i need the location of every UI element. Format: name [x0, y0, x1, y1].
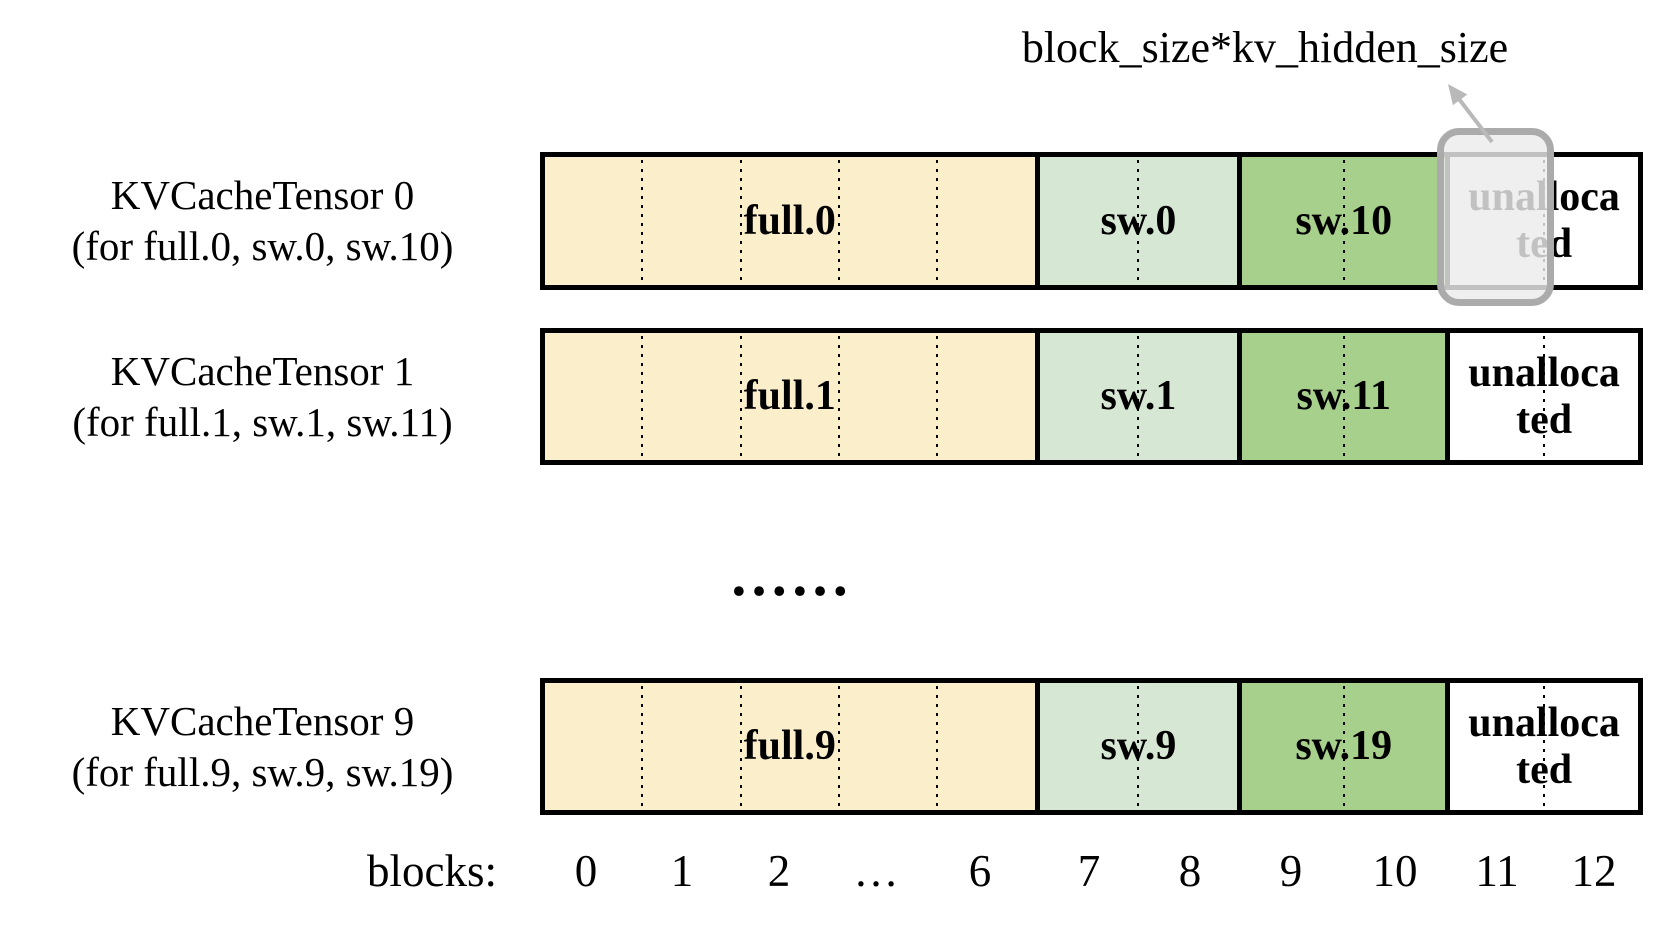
block-tick-ellipsis: …	[853, 846, 899, 896]
segment-sw-1: sw.1	[1034, 333, 1238, 460]
block-divider	[739, 160, 742, 282]
block-divider	[1342, 160, 1345, 282]
segment-label: full.9	[743, 723, 836, 769]
blocks-axis-label: blocks:	[367, 846, 497, 896]
callout-arrow-icon	[1448, 84, 1494, 144]
kvcache-bar-1: full.1 sw.1 sw.11 unalloca ted	[540, 328, 1643, 465]
segment-label: full.1	[743, 373, 836, 419]
segment-label: unalloca ted	[1468, 699, 1620, 793]
rows-ellipsis: ……	[729, 542, 851, 608]
segment-label: unalloca ted	[1468, 349, 1620, 443]
block-tick-7: 7	[1077, 846, 1101, 896]
segment-sw-11: sw.11	[1237, 333, 1446, 460]
row-subtitle: (for full.0, sw.0, sw.10)	[71, 223, 454, 269]
segment-label: full.0	[743, 197, 836, 244]
segment-label: sw.11	[1296, 373, 1392, 419]
block-size-highlight	[1437, 128, 1554, 306]
row-label-tensor-0: KVCacheTensor 0 (for full.0, sw.0, sw.10…	[10, 152, 515, 290]
block-divider	[837, 686, 840, 807]
segment-label: sw.0	[1100, 197, 1177, 244]
segment-label: sw.1	[1100, 373, 1177, 419]
block-tick-2: 2	[767, 846, 791, 896]
segment-label: sw.19	[1295, 723, 1393, 769]
block-divider	[739, 686, 742, 807]
block-divider	[641, 160, 644, 282]
kvcache-bar-9: full.9 sw.9 sw.19 unalloca ted	[540, 678, 1643, 815]
block-divider	[1137, 336, 1140, 457]
segment-sw-19: sw.19	[1237, 683, 1446, 810]
segment-full-0: full.0	[545, 157, 1035, 285]
row-subtitle: (for full.1, sw.1, sw.11)	[72, 398, 453, 445]
block-tick-9: 9	[1279, 846, 1303, 896]
block-divider	[1342, 686, 1345, 807]
block-tick-8: 8	[1178, 846, 1202, 896]
segment-sw-9: sw.9	[1034, 683, 1238, 810]
block-divider	[837, 160, 840, 282]
segment-unallocated: unalloca ted	[1445, 683, 1638, 810]
block-tick-11: 11	[1475, 846, 1519, 896]
block-divider	[739, 336, 742, 457]
row-title: KVCacheTensor 9	[110, 697, 415, 744]
row-label-tensor-1: KVCacheTensor 1 (for full.1, sw.1, sw.11…	[10, 328, 515, 465]
block-divider	[641, 686, 644, 807]
row-subtitle: (for full.9, sw.9, sw.19)	[71, 748, 454, 795]
segment-unallocated: unalloca ted	[1445, 333, 1638, 460]
segment-label: sw.10	[1295, 197, 1393, 244]
block-tick-12: 12	[1571, 846, 1617, 896]
segment-sw-10: sw.10	[1237, 157, 1446, 285]
block-tick-6: 6	[968, 846, 992, 896]
block-tick-1: 1	[670, 846, 694, 896]
block-tick-0: 0	[574, 846, 598, 896]
block-tick-10: 10	[1372, 846, 1418, 896]
block-divider	[1543, 336, 1546, 457]
segment-full-1: full.1	[545, 333, 1035, 460]
block-divider	[1137, 160, 1140, 282]
segment-sw-0: sw.0	[1034, 157, 1238, 285]
block-size-annotation: block_size*kv_hidden_size	[1021, 23, 1509, 72]
block-divider	[936, 686, 939, 807]
block-divider	[1543, 686, 1546, 807]
block-divider	[936, 160, 939, 282]
block-divider	[1342, 336, 1345, 457]
segment-label: sw.9	[1100, 723, 1177, 769]
block-divider	[1137, 686, 1140, 807]
row-title: KVCacheTensor 1	[110, 347, 415, 394]
segment-full-9: full.9	[545, 683, 1035, 810]
block-divider	[936, 336, 939, 457]
row-title: KVCacheTensor 0	[110, 172, 415, 218]
block-divider	[837, 336, 840, 457]
block-cells	[545, 157, 1035, 285]
row-label-tensor-9: KVCacheTensor 9 (for full.9, sw.9, sw.19…	[10, 678, 515, 815]
block-divider	[641, 336, 644, 457]
